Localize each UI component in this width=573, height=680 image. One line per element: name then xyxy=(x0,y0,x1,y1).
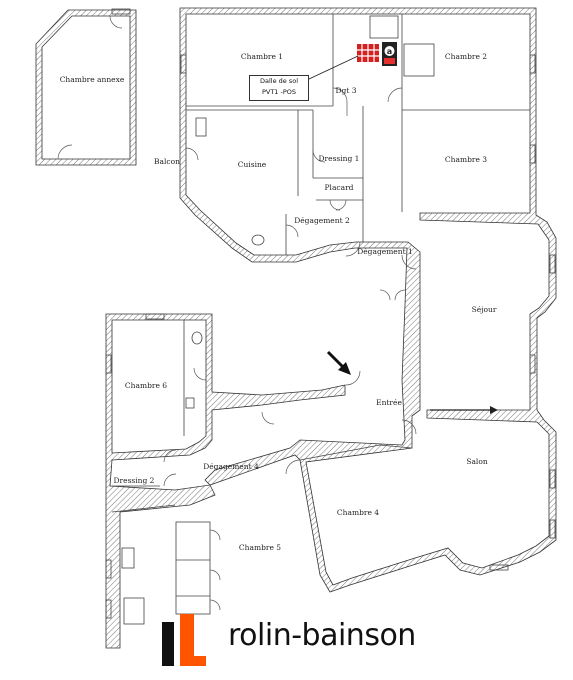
annotation-line-2: PVT1 -POS xyxy=(261,88,297,96)
label-chambre-3: Chambre 3 xyxy=(445,155,487,164)
svg-text:a: a xyxy=(387,47,392,56)
room-labels: Chambre annexe Chambre 1 Chambre 2 Dgt 3… xyxy=(60,52,497,552)
logo-mark-icon xyxy=(162,614,206,666)
label-dressing-2: Dressing 2 xyxy=(114,476,155,485)
label-chambre-5: Chambre 5 xyxy=(239,543,281,552)
label-degagement-1: Dégagement 1 xyxy=(357,247,413,256)
label-dgt-3: Dgt 3 xyxy=(336,86,357,95)
entrance-arrow xyxy=(326,350,351,375)
upper-wing-walls xyxy=(179,7,557,593)
label-salon: Salon xyxy=(466,457,488,466)
annotation-line-1: Dalle de sol xyxy=(259,77,299,85)
logo-text: rolin-bainson xyxy=(228,618,416,653)
label-dressing-1: Dressing 1 xyxy=(319,154,360,163)
door-swings xyxy=(163,87,417,611)
annotation-box: Dalle de sol PVT1 -POS xyxy=(249,75,309,101)
label-chambre-1: Chambre 1 xyxy=(241,52,283,61)
label-cuisine: Cuisine xyxy=(238,160,267,169)
label-degagement-2: Dégagement 2 xyxy=(294,216,350,225)
label-chambre-2: Chambre 2 xyxy=(445,52,487,61)
chambre-annexe-walls xyxy=(35,9,137,166)
label-degagement-4: Dégagement 4 xyxy=(203,462,259,471)
label-sejour: Séjour xyxy=(472,305,497,314)
label-chambre-4: Chambre 4 xyxy=(337,508,379,517)
label-placard: Placard xyxy=(325,183,354,192)
label-balcon: Balcon xyxy=(154,157,180,166)
sample-location-marker: a xyxy=(357,42,397,66)
label-chambre-annexe: Chambre annexe xyxy=(60,75,125,84)
fixtures xyxy=(121,117,265,625)
windows xyxy=(105,8,556,619)
company-logo: rolin-bainson xyxy=(160,612,430,672)
label-chambre-6: Chambre 6 xyxy=(125,381,167,390)
sliding-partition-arrow xyxy=(430,406,498,414)
label-entree: Entrée xyxy=(376,398,402,407)
